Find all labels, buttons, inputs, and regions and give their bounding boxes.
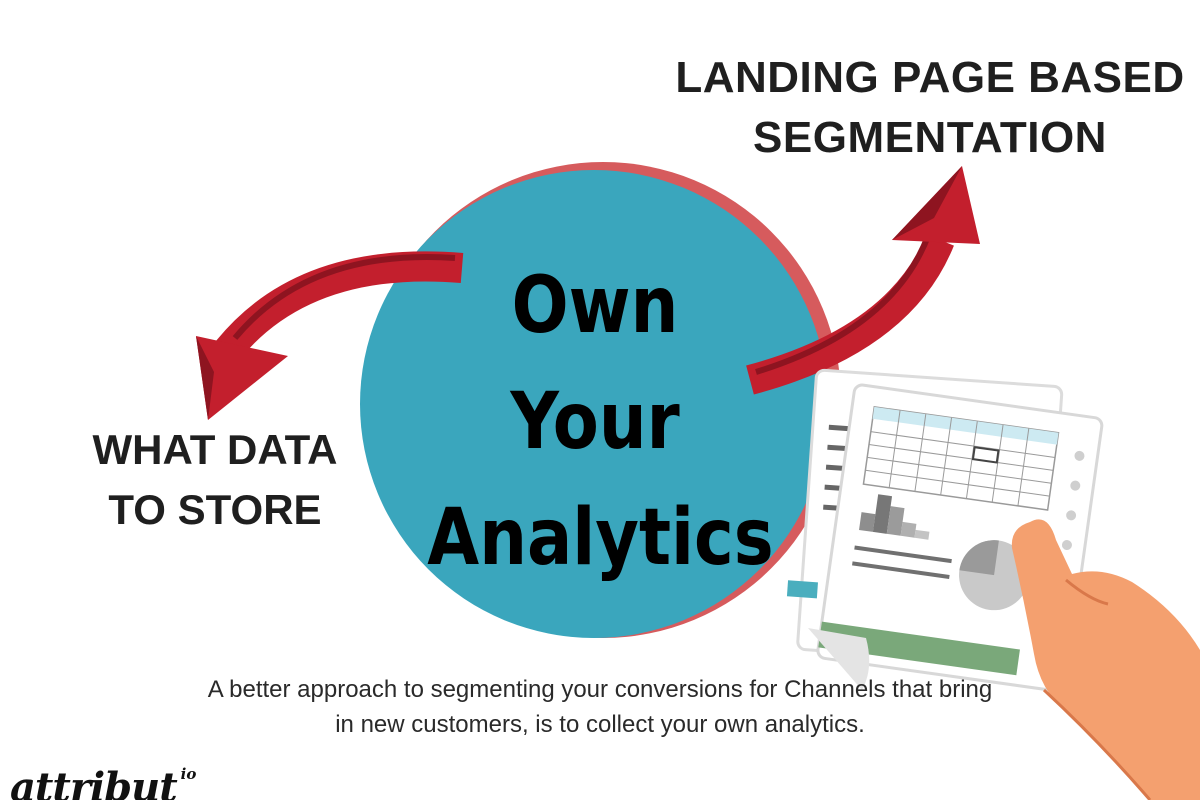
- left-label-line: TO STORE: [108, 486, 322, 533]
- brand-logo-suffix: io: [180, 765, 197, 783]
- arrow-to-top-right-label: [746, 166, 980, 395]
- caption-line: in new customers, is to collect your own…: [335, 711, 865, 738]
- hand-icon: [1011, 519, 1200, 800]
- brand-logo-text: attribut: [10, 764, 178, 800]
- main-circle: [360, 170, 828, 638]
- top-right-label: LANDING PAGE BASED SEGMENTATION: [660, 48, 1200, 168]
- caption-line: A better approach to segmenting your con…: [207, 676, 993, 703]
- center-title: Own Your Analytics: [427, 248, 774, 596]
- pie-chart-icon: [959, 540, 1030, 611]
- spreadsheet-table-icon: [862, 406, 1060, 511]
- center-title-line: Own: [511, 261, 679, 351]
- top-right-label-line: SEGMENTATION: [753, 113, 1107, 162]
- caption: A better approach to segmenting your con…: [150, 672, 1050, 742]
- arrow-to-left-label: [196, 251, 464, 420]
- top-right-label-line: LANDING PAGE BASED: [675, 53, 1185, 102]
- left-label-line: WHAT DATA: [92, 426, 338, 473]
- bar-chart-icon: [859, 494, 930, 540]
- left-label: WHAT DATA TO STORE: [60, 420, 370, 540]
- center-title-line: Your: [510, 377, 680, 467]
- center-title-line: Analytics: [427, 493, 774, 583]
